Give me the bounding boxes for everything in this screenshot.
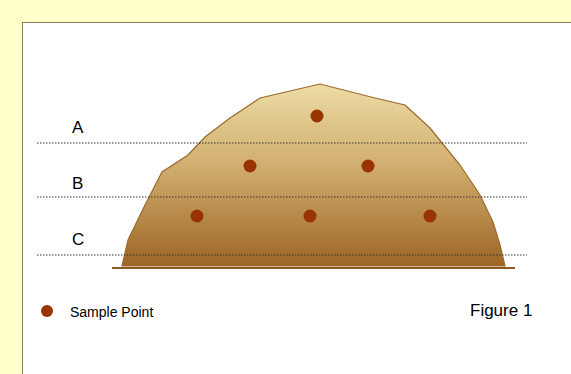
sample-point (244, 160, 257, 173)
sample-point (362, 160, 375, 173)
sample-point (424, 210, 437, 223)
level-letter: B (72, 174, 83, 194)
level-line (37, 255, 527, 256)
sample-point (191, 210, 204, 223)
ground-line (112, 267, 515, 269)
legend-label: Sample Point (70, 304, 153, 320)
sample-point (304, 210, 317, 223)
legend-swatch (41, 305, 53, 317)
level-letter: A (72, 118, 83, 138)
level-letter: C (72, 230, 84, 250)
level-line (37, 197, 527, 198)
sample-point (311, 110, 324, 123)
figure-caption: Figure 1 (470, 301, 532, 321)
level-line (37, 143, 527, 144)
stockpile (122, 84, 505, 266)
